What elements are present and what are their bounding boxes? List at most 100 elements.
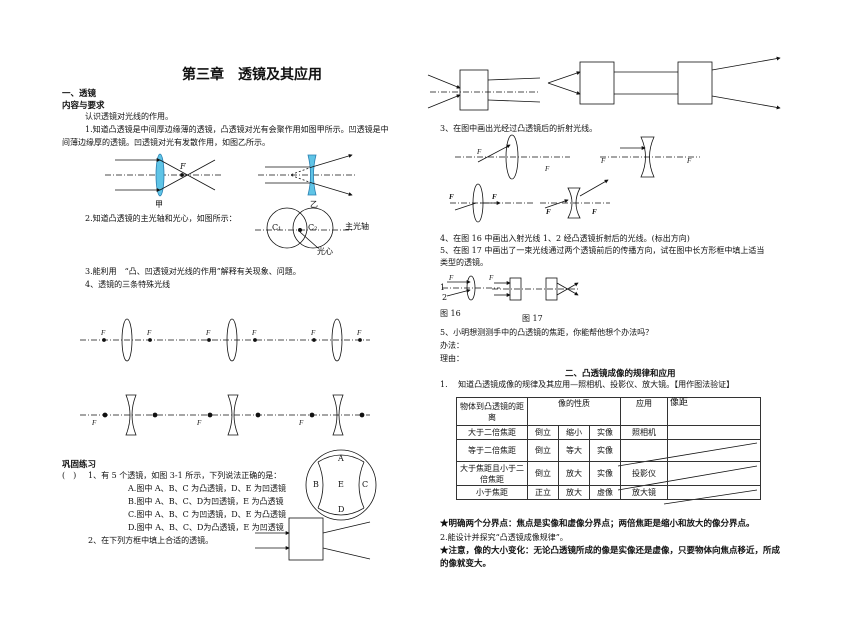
svg-text:F: F [592,208,597,216]
key-point-boundaries: ★明确两个分界点：焦点是实像和虚像分界点；两倍焦距是缩小和放大的像分界点。 [440,519,755,529]
section2-item1: 1. 知道凸透镜成像的规律及其应用—照相机、投影仪、放大镜。【用作图法验证】 [440,380,735,389]
q3-row2-figures [450,179,610,223]
q1-answer-bracket: ( ) [62,471,77,480]
special-rays-convex-row [80,318,370,362]
table-cell-empty [667,439,761,462]
table-cell: 照相机 [620,425,668,440]
table-cell: 大于二倍焦距 [456,425,528,440]
svg-text:F: F [196,419,202,427]
lens-box-q2 [255,517,371,561]
table-row: 大于焦距且小于二倍焦距 倒立 放大 实像 投影仪 [456,461,761,486]
label-c1: C₁ [272,223,282,232]
figure-16-caption: 图 16 [440,309,461,318]
svg-text:F: F [251,329,257,337]
table-cell-empty [667,425,761,440]
lens-label-e: E [338,480,344,489]
two-lens-boxes-figure [547,56,781,110]
svg-text:F: F [91,419,97,427]
svg-text:F: F [600,157,606,165]
question-5-line2: 类型的透镜。 [440,258,488,267]
chapter-title: 第三章 透镜及其应用 [182,67,322,83]
method-label: 办法： [440,341,464,350]
table-cell: 实像 [589,439,621,462]
table-header-image-distance: 像距 [667,397,761,426]
question-4: 4、在图 16 中画出入射光线 1、2 经凸透镜折射后的光线。(标出方向) [440,234,690,243]
figure-17 [492,277,580,301]
lens-axis-circles-diagram [255,207,352,249]
paragraph-1-line1: 1.知道凸透镜是中间厚边缘薄的透镜，凸透镜对光有会聚作用如图甲所示。凹透镜是中 [85,125,389,134]
paragraph-3: 3.能利用 “凸、凹透镜对光线的作用”解释有关现象、问题。 [85,267,301,276]
convex-lens-diagram-jia [105,153,222,197]
figure-16 [442,275,500,301]
table-row: 小于焦距 正立 放大 虚像 放大镜 [456,485,761,500]
content-requirements-heading: 内容与要求 [62,101,105,111]
table-cell-empty [667,461,761,486]
table-cell: 放大 [558,461,590,486]
concave-lens-diagram-yi [258,154,355,196]
q3-convex-lens-figure [455,134,570,180]
table-cell [620,439,668,462]
table-cell: 倒立 [527,461,559,486]
question-2: 2、在下列方框中填上合适的透镜。 [88,536,214,545]
paragraph-1-line2: 间薄边缘厚的透镜。凹透镜对光有发散作用，如图乙所示。 [62,138,270,147]
option-c: C.图中 A、B、C 为凹透镜，D、E 为凸透镜 [128,510,287,519]
paragraph-2: 2.知道凸透镜的主光轴和光心，如图所示： [85,214,237,223]
table-row: 等于二倍焦距 倒立 等大 实像 [456,439,761,462]
lens-label-b: B [313,480,319,489]
option-d: D.图中 A、B、C、D为凸透镜，E 为凹透镜 [128,523,284,532]
svg-text:F: F [686,157,692,165]
question-5-line1: 5、在图 17 中画出了一束光线通过两个透镜前后的传播方向，试在图中长方形框中填… [440,246,765,255]
svg-text:F: F [449,193,454,201]
table-cell: 等大 [558,439,590,462]
figure-label-yi: 乙 [310,200,318,209]
table-cell: 倒立 [527,439,559,462]
svg-text:F: F [310,329,316,337]
table-cell: 倒立 [527,425,559,440]
svg-text:F: F [492,193,497,201]
table-cell: 缩小 [558,425,590,440]
question-3: 3、在图中画出光经过凸透镜后的折射光线。 [440,124,598,133]
figure-label-jia: 甲 [155,200,163,209]
svg-text:F: F [488,274,494,282]
ray-label-2: 2 [442,293,448,302]
table-cell: 放大 [558,485,590,500]
table-cell-empty [667,485,761,500]
table-cell: 小于焦距 [456,485,528,500]
svg-text:F: F [448,274,454,282]
table-header-object-distance: 物体到凸透镜的距离 [456,397,528,426]
table-header-image-nature: 像的性质 [527,397,621,426]
ray-label-1: 1 [440,283,446,292]
question-1: 1、有 5 个透镜，如图 3-1 所示，下列说法正确的是： [88,471,282,480]
paragraph-intro: 认识透镜对光线的作用。 [85,112,173,121]
table-cell: 实像 [589,461,621,486]
label-optical-center: 光心 [317,247,333,256]
lens-label-a: A [338,454,344,463]
svg-text:F: F [100,329,106,337]
lens-label-d: D [338,505,345,514]
svg-text:F: F [476,148,482,156]
svg-text:F: F [146,329,152,337]
svg-text:F: F [298,419,304,427]
option-a: A.图中 A、B、C 为凸透镜，D、E 为凹透镜 [128,484,286,493]
option-b: B.图中 A、B、C、D为凹透镜，E 为凸透镜 [128,497,284,506]
imaging-rules-table: 物体到凸透镜的距离 像的性质 应用 像距 大于二倍焦距 倒立 缩小 实像 照相机… [456,397,761,500]
five-lenses-figure [305,449,377,521]
reason-label: 理由： [440,354,464,363]
section-heading-lens: 一、透镜 [62,89,97,99]
practice-heading: 巩固练习 [62,460,97,470]
lens-label-c: C [362,480,369,489]
label-principal-axis: 主光轴 [345,222,369,231]
paragraph-4: 4、透镜的三条特殊光线 [85,280,171,289]
table-cell: 虚像 [589,485,621,500]
table-cell: 投影仪 [620,461,668,486]
note-line2: 的像就变大。 [440,559,492,569]
svg-text:F: F [546,208,551,216]
lens-box-top-left [427,69,541,111]
table-cell: 正立 [527,485,559,500]
table-cell: 放大镜 [620,485,668,500]
focus-label-jia: F [180,162,186,171]
table-cell: 实像 [589,425,621,440]
item-2: 2.能设计并探究“凸透镜成像规律”。 [440,533,568,542]
figure-17-caption: 图 17 [522,314,543,323]
